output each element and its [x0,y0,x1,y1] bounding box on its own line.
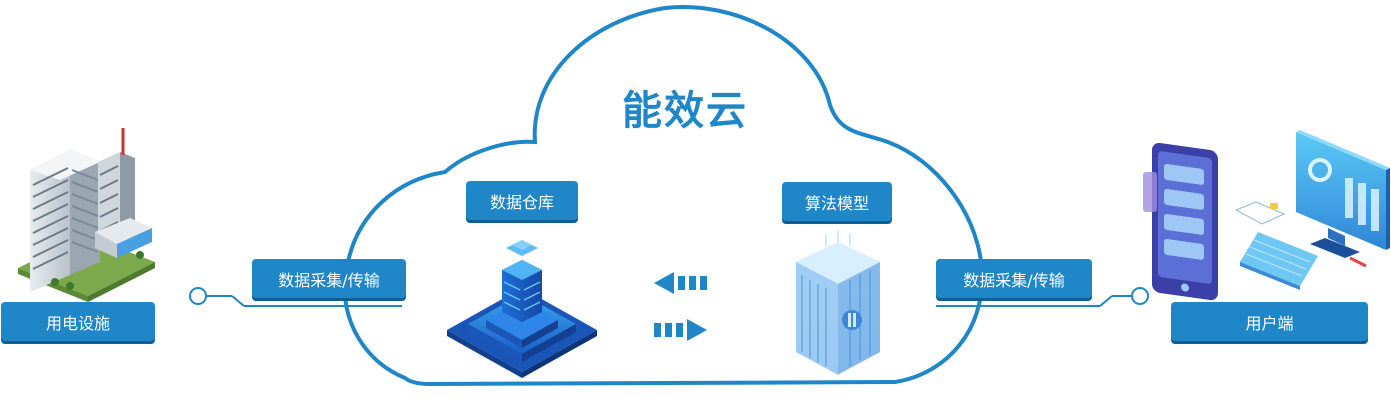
facility-node-label: 用电设施 [1,302,155,341]
data-warehouse-label: 数据仓库 [466,181,578,220]
arrow-right-icon [654,319,707,341]
office-building-icon [18,128,155,302]
algorithm-model-label: 算法模型 [782,182,892,221]
left-link-label: 数据采集/传输 [252,259,406,298]
cloud-title: 能效云 [622,88,748,134]
data-warehouse-icon [447,240,597,378]
right-link-label: 数据采集/传输 [936,259,1092,298]
algorithm-model-icon [796,230,880,375]
arrow-left-icon [654,272,707,294]
user-node-label: 用户端 [1171,302,1368,341]
right-connector [936,287,1149,307]
phone-and-monitor-icon [1143,130,1390,301]
left-connector [189,287,402,307]
